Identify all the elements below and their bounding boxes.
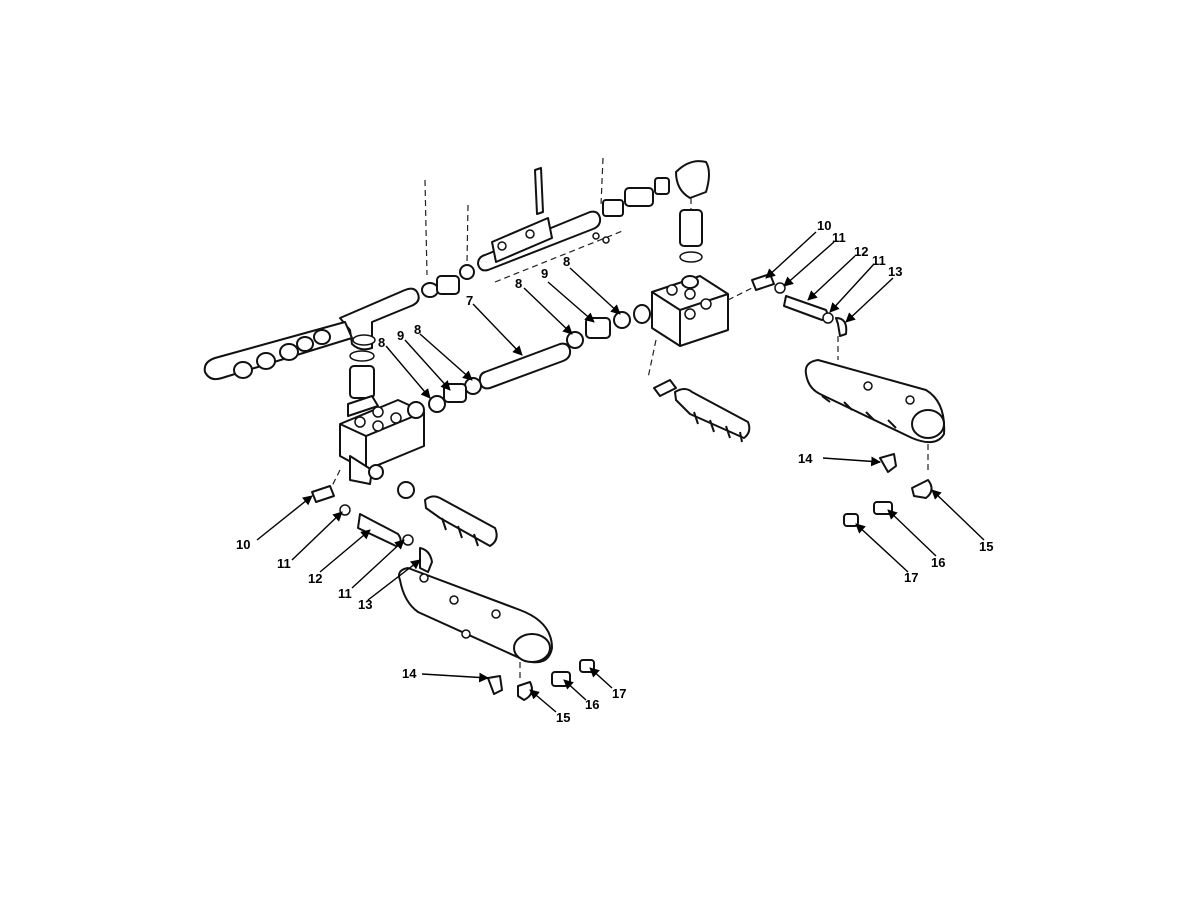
callout-11: 11	[872, 253, 886, 268]
callout-8: 8	[563, 254, 570, 269]
left-small-fittings	[487, 659, 595, 701]
callout-14: 14	[798, 451, 813, 466]
callout-11: 11	[338, 586, 352, 601]
right-fuel-line-parts	[751, 273, 848, 337]
clamp-8c	[566, 331, 584, 349]
callout-11: 11	[277, 556, 291, 571]
callout-13: 13	[358, 597, 372, 612]
callout-16: 16	[585, 697, 599, 712]
callout-8: 8	[515, 276, 522, 291]
callout-9: 9	[541, 266, 548, 281]
right-distribution-block	[633, 275, 753, 379]
callout-10: 10	[236, 537, 250, 552]
hose-9b	[585, 317, 611, 339]
callout-10: 10	[817, 218, 831, 233]
callout-15: 15	[979, 539, 993, 554]
left-lower-manifold	[398, 567, 553, 680]
leader-lines	[256, 231, 985, 713]
callout-16: 16	[931, 555, 945, 570]
callout-14: 14	[402, 666, 417, 681]
right-lower-manifold	[804, 336, 946, 474]
callout-9: 9	[397, 328, 404, 343]
callout-8: 8	[378, 335, 385, 350]
left-bracket	[397, 481, 498, 547]
callout-13: 13	[888, 264, 902, 279]
callout-12: 12	[854, 244, 868, 259]
left-distribution-block	[329, 334, 425, 491]
callout-11: 11	[832, 230, 846, 245]
callout-7: 7	[466, 293, 473, 308]
clamp-8b	[428, 395, 446, 413]
clamp-8d	[613, 311, 631, 329]
callout-labels: 7 8 9 8 8 9 8 10 11 12 11 13 14 15 16 17…	[236, 218, 993, 725]
central-tube-assembly	[428, 311, 631, 413]
callout-17: 17	[612, 686, 626, 701]
callout-15: 15	[556, 710, 570, 725]
clamp-8a	[464, 377, 482, 395]
tube-7	[478, 342, 572, 390]
right-bracket	[653, 379, 751, 443]
callout-17: 17	[904, 570, 918, 585]
right-small-fittings	[843, 453, 933, 527]
callout-8: 8	[414, 322, 421, 337]
callout-12: 12	[308, 571, 322, 586]
left-fuel-line-parts	[311, 485, 433, 573]
upper-tube-assembly	[203, 157, 710, 381]
